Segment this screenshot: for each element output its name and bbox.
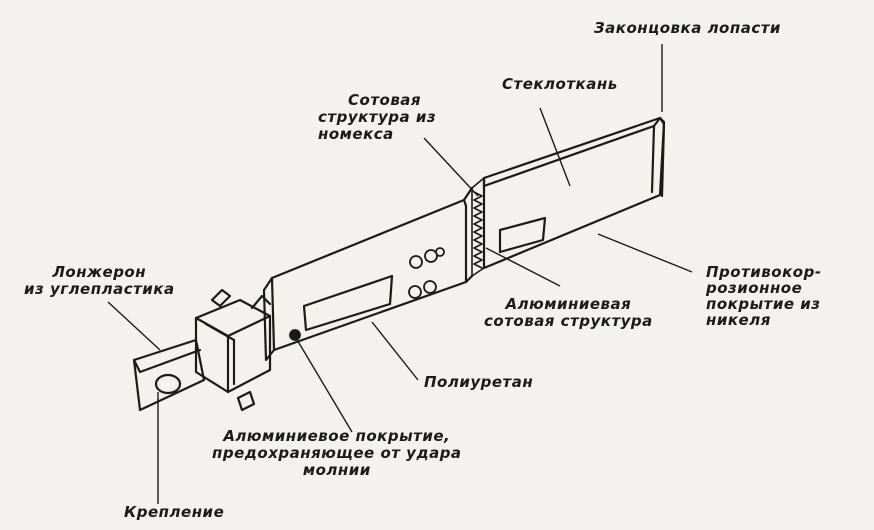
label-anticorrosion: Противокор- розионное покрытие из никеля [706, 263, 822, 329]
root-fitting [194, 288, 272, 412]
label-aluminum-honeycomb: Алюминиевая сотовая структура [484, 295, 653, 330]
leader-anticorrosion [597, 233, 693, 273]
leader-polyurethane [371, 321, 419, 381]
label-polyurethane: Полиуретан [424, 373, 534, 391]
leader-fiberglass [539, 107, 571, 187]
leader-aluminum-honeycomb [485, 247, 561, 287]
leader-honeycomb-nomex [423, 137, 479, 197]
label-spar: Лонжерон из углепластика [24, 263, 175, 298]
blade-fasteners [289, 247, 445, 341]
blade-tip-edge [658, 116, 666, 198]
leader-lightning-coating [295, 337, 353, 433]
label-attachment: Крепление [124, 503, 225, 521]
label-lightning-coating: Алюминиевое покрытие, предохраняющее от … [212, 427, 462, 479]
label-fiberglass: Стеклоткань [502, 75, 618, 93]
label-blade-tip: Законцовка лопасти [594, 19, 781, 37]
leader-spar [107, 301, 161, 351]
label-honeycomb-nomex: Сотовая структура из номекса [318, 91, 437, 143]
nomex-honeycomb-joint [471, 177, 485, 277]
carbon-spar-strap [132, 338, 206, 412]
outboard-blade-section [482, 116, 666, 270]
